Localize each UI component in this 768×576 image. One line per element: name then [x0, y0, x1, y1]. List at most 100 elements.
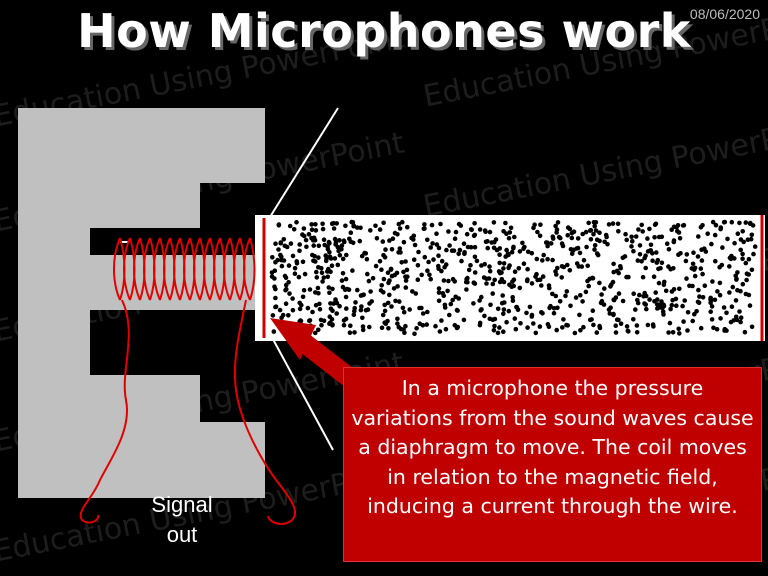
- air-particle: [309, 227, 315, 232]
- air-particle: [490, 281, 496, 287]
- air-particle: [306, 232, 312, 237]
- air-particle: [676, 326, 681, 332]
- air-particle: [301, 288, 307, 293]
- air-particle: [587, 317, 593, 323]
- air-particle: [563, 293, 568, 299]
- air-particle: [635, 258, 641, 263]
- air-particle: [662, 279, 667, 285]
- air-particle: [572, 330, 578, 336]
- air-particle: [581, 258, 587, 263]
- air-particle: [634, 330, 640, 335]
- air-particle: [605, 241, 610, 247]
- air-particle: [749, 324, 755, 330]
- air-particle: [300, 232, 305, 237]
- air-particle: [719, 262, 725, 268]
- air-particle: [297, 242, 303, 247]
- signal-wire-right: [233, 299, 297, 525]
- air-particle: [411, 257, 417, 263]
- air-particle: [459, 258, 464, 264]
- slide-date: 08/06/2020: [689, 6, 760, 22]
- air-particle: [525, 277, 530, 282]
- air-particle: [425, 309, 430, 315]
- air-particle: [733, 298, 739, 303]
- air-particle: [616, 291, 622, 296]
- air-particle: [527, 304, 533, 310]
- air-particle: [321, 275, 327, 280]
- air-particle: [436, 298, 442, 304]
- air-particle: [738, 319, 743, 325]
- air-particle: [699, 258, 705, 263]
- air-particle: [655, 306, 660, 311]
- air-particle: [369, 299, 375, 304]
- air-particle: [742, 329, 748, 335]
- air-particle: [427, 272, 432, 278]
- air-particle: [490, 291, 496, 296]
- air-particle: [699, 247, 704, 252]
- air-particle: [439, 258, 445, 264]
- air-particle: [616, 229, 621, 234]
- air-particle: [534, 256, 540, 262]
- air-particle: [722, 219, 728, 225]
- page-title: How Microphones work: [77, 4, 691, 58]
- air-particle: [316, 255, 321, 260]
- air-particle: [472, 221, 477, 226]
- air-particle: [479, 294, 484, 300]
- air-particle: [743, 260, 749, 266]
- air-particle: [592, 247, 597, 252]
- air-particle: [618, 264, 623, 269]
- air-particle: [695, 299, 701, 305]
- air-particle: [525, 249, 531, 255]
- air-particle: [507, 263, 512, 268]
- air-particle: [443, 262, 449, 267]
- air-particle: [508, 225, 514, 231]
- air-particle: [337, 253, 343, 258]
- air-particle: [592, 223, 597, 229]
- air-particle: [677, 236, 683, 241]
- air-particle: [669, 302, 675, 308]
- air-particle: [671, 238, 677, 243]
- air-particle: [556, 234, 562, 240]
- air-particle: [710, 219, 716, 225]
- air-particle: [325, 244, 330, 249]
- air-particle: [639, 222, 644, 228]
- air-particle: [532, 222, 537, 227]
- air-particle: [327, 241, 332, 246]
- air-particle: [331, 220, 336, 226]
- air-particle: [436, 245, 442, 251]
- air-particle: [696, 234, 701, 239]
- air-particle: [304, 244, 309, 250]
- air-particle: [443, 326, 449, 332]
- air-particle: [386, 326, 391, 331]
- air-particle: [310, 252, 315, 258]
- air-particle: [550, 234, 556, 239]
- air-particle: [420, 311, 426, 316]
- air-particle: [666, 264, 671, 269]
- air-particle: [327, 290, 332, 296]
- air-particle: [416, 249, 421, 255]
- air-particle: [740, 251, 745, 257]
- air-particle: [290, 307, 296, 313]
- air-particle: [311, 258, 316, 264]
- air-particle: [392, 230, 398, 236]
- air-particle: [434, 231, 439, 236]
- air-particle: [501, 307, 507, 312]
- air-particle: [331, 226, 337, 231]
- air-particle: [740, 229, 745, 234]
- air-particle: [491, 220, 497, 225]
- air-particle: [578, 328, 583, 333]
- air-particle: [271, 329, 277, 334]
- air-particle: [359, 304, 364, 309]
- air-particle: [727, 290, 732, 295]
- air-particle: [279, 263, 285, 269]
- air-particle: [518, 321, 523, 326]
- air-particle: [568, 247, 574, 252]
- air-particle: [624, 324, 630, 329]
- air-particle: [487, 316, 493, 322]
- air-particle: [491, 245, 497, 251]
- air-particle: [400, 219, 405, 225]
- air-particle: [276, 223, 282, 228]
- air-particle: [415, 277, 421, 283]
- air-particle: [366, 278, 372, 284]
- air-particle: [428, 245, 434, 250]
- air-particle: [591, 322, 596, 328]
